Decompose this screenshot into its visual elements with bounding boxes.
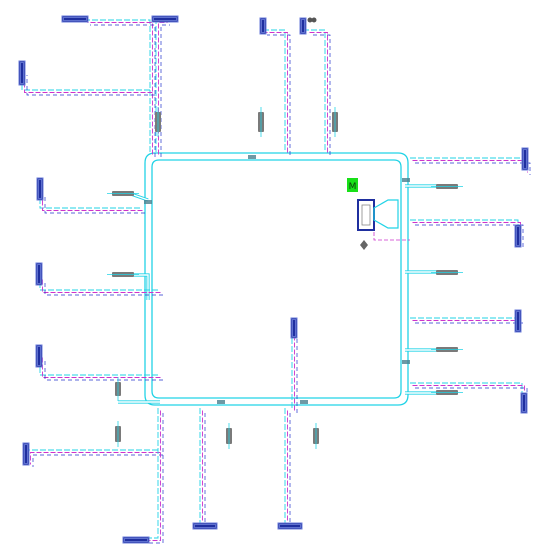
branch-right-2-exhaust [415,224,524,250]
branch-left-5-return [30,452,161,465]
outlet-left-3-face [37,264,41,284]
outlet-bottom-3[interactable] [277,522,303,530]
equipment-tag-label: M [349,182,357,192]
branch-left-top-exhaust [26,75,155,96]
branch-top-left-1 [85,19,151,152]
outlet-top-mid-2-face [301,19,305,33]
outlet-bottom-1-face [124,538,148,542]
outlet-right-2[interactable] [514,224,522,248]
outlet-bottom-2[interactable] [192,522,218,530]
branch-left-top [21,70,150,91]
outlet-right-1[interactable] [521,147,529,171]
branch-left-2-exhaust [44,195,145,214]
outlet-inner[interactable] [290,317,298,339]
outlet-right-3[interactable] [514,309,522,333]
outlet-left-4-face [37,346,41,366]
outlet-top-left-1[interactable] [61,15,89,23]
outlet-left-1[interactable] [18,60,26,86]
branch-left-3 [39,275,158,291]
branch-bottom-1-return [132,410,161,541]
outlet-right-1-face [523,149,527,169]
outlet-top-mid-1-face [261,19,265,33]
damper-bottom-2 [300,400,308,404]
branch-lines [21,19,531,544]
outlet-top-left-2-face [153,17,177,21]
air-handling-unit-icon[interactable] [357,199,375,231]
branch-right-1-exhaust [415,162,531,175]
damper-right-1 [402,178,410,182]
branch-top-left-2-return [158,22,168,155]
outlet-left-1-face [20,62,24,84]
branch-left-5-exhaust [32,454,163,467]
branch-left-4-return [42,357,161,378]
outlet-top-left-2[interactable] [151,15,179,23]
branch-top-mid-1-return [264,32,288,153]
branch-right-1 [410,157,526,170]
equipment-tag[interactable]: M [347,178,358,192]
branch-right-1-return [412,160,528,173]
damper-right-2 [402,360,410,364]
outlet-left-5-face [24,444,28,464]
outlet-left-2-face [38,179,42,199]
outlet-group [18,15,529,544]
equipment-tag-icon[interactable] [347,178,358,192]
branch-right-4-return [412,385,525,413]
branch-left-4 [39,355,158,376]
outlet-bottom-1[interactable] [122,536,150,544]
outlet-top-left-1-face [63,17,87,21]
damper-bottom-1 [217,400,225,404]
unit-coil [361,204,371,226]
duct-left-lower-core [128,274,149,300]
branch-bottom-1-exhaust [135,413,164,544]
outlet-right-2-face [516,226,520,246]
outlet-right-4-face [522,394,526,412]
unit-transition [373,199,399,229]
outlet-right-4[interactable] [520,392,528,414]
branch-top-left-1-return [87,22,153,155]
outlet-top-mid-1[interactable] [259,17,267,35]
outlet-left-3[interactable] [35,262,43,286]
branch-left-3-exhaust [44,280,163,296]
branch-top-mid-1 [262,29,286,150]
branch-top-mid-2-return [307,32,328,153]
damper-left [144,200,152,204]
main-duct-edge [151,159,402,399]
outlet-left-2[interactable] [36,177,44,201]
outlet-bottom-3-face [279,524,301,528]
branch-right-4 [410,382,523,410]
outlet-right-3-face [516,311,520,331]
outlet-left-4[interactable] [35,344,43,368]
branch-left-top-return [24,72,153,93]
branch-top-mid-1-exhaust [267,34,291,155]
unit-valve [360,240,368,250]
outlet-bottom-2-face [194,524,216,528]
outlet-top-mid-2[interactable] [299,17,307,35]
branch-top-left-2 [155,19,165,152]
branch-top-mid-2-exhaust [310,34,331,155]
air-handling-unit[interactable] [357,199,410,250]
branch-bottom-1 [130,408,159,539]
outlet-inner-face [292,319,296,337]
diffuser-group [107,107,463,449]
duct-network [118,152,440,406]
unit-drain [373,232,410,241]
main-duct-edge [144,152,409,406]
branch-right-2-return [412,222,521,248]
branch-top-left-1-exhaust [90,24,156,157]
branch-top-left-2-exhaust [160,24,170,157]
top-fixture-marker-1 [307,17,313,23]
damper-top [248,155,256,159]
top-fixture-marker-2 [311,17,317,23]
branch-left-5 [27,449,158,462]
outlet-left-5[interactable] [22,442,30,466]
branch-right-2 [410,219,519,245]
branch-top-mid-2 [305,29,326,150]
